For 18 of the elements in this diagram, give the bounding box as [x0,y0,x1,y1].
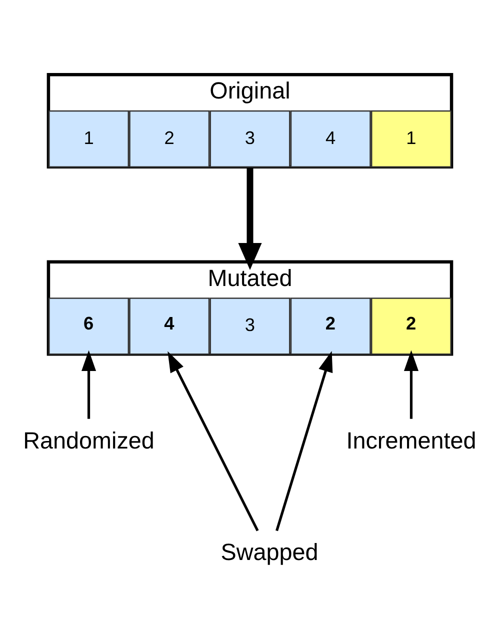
node-text: Incremented [346,426,476,453]
node-box: 6 [48,297,130,354]
arrow [81,350,96,418]
node-box: 1 [48,110,130,168]
arrow [168,350,259,531]
node-text: Swapped [220,538,318,565]
node-text: Randomized [23,426,154,453]
arrow [238,167,262,270]
arrow [276,350,333,531]
node-box: 3 [210,297,290,354]
node-box: 4 [129,297,210,354]
node-box: 1 [370,110,452,168]
node-box: 2 [129,110,210,168]
node-box: 4 [290,110,371,168]
arrow [404,350,419,418]
node-box: 2 [370,297,452,354]
node-box: 2 [290,297,371,354]
node-box: 3 [210,110,290,168]
